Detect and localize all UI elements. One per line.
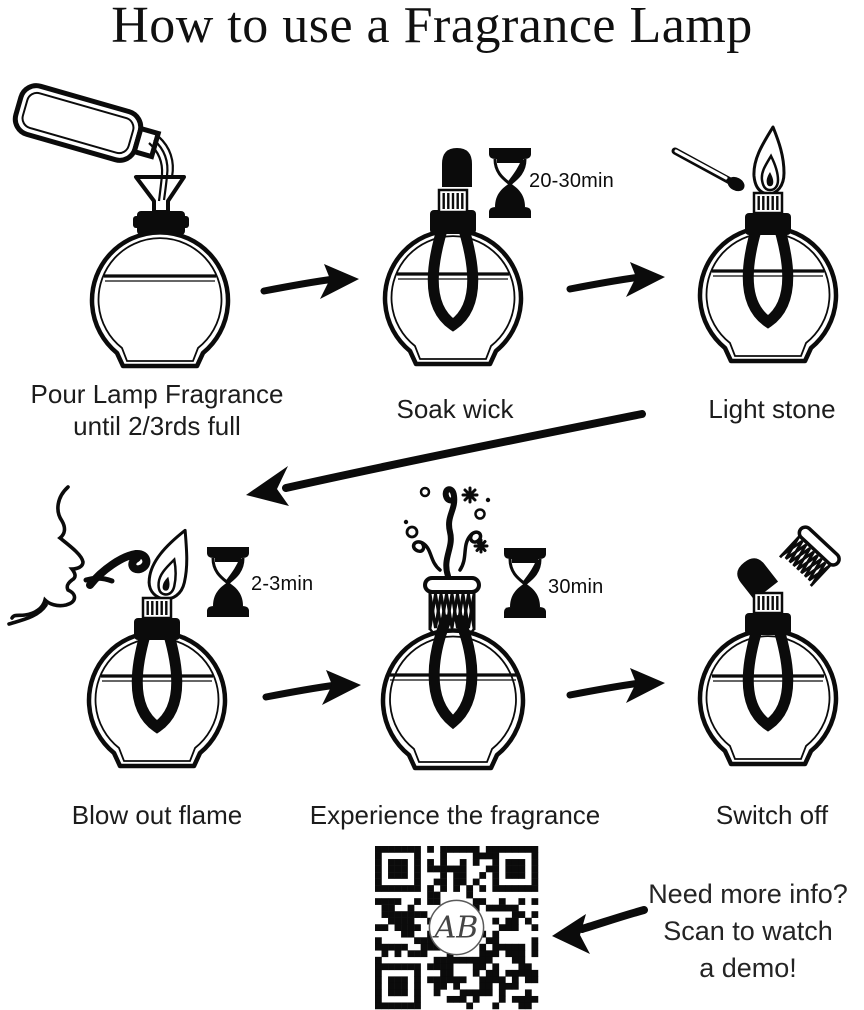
qr-monogram-circle xyxy=(428,899,485,956)
blow-timer-label: 2-3min xyxy=(251,573,314,595)
lamp-body xyxy=(380,614,526,771)
wick-stone-icon xyxy=(752,191,784,215)
step-2-caption: Soak wick xyxy=(396,394,514,424)
soak-timer-label: 20-30min xyxy=(529,170,614,192)
page-title: How to use a Fragrance Lamp xyxy=(111,0,753,54)
lamp-collar xyxy=(134,618,180,640)
arrow-left-icon xyxy=(552,906,648,954)
hourglass-icon xyxy=(489,148,531,218)
crown-icon xyxy=(778,525,841,587)
soak-wick-illustration xyxy=(382,148,531,367)
wick-icon xyxy=(742,211,794,329)
lamp-body xyxy=(697,211,839,364)
flame-icon xyxy=(752,125,786,196)
lamp-collar xyxy=(745,213,791,235)
cap-icon xyxy=(442,148,472,187)
hourglass-icon xyxy=(207,547,249,617)
step-1-caption-line-1: Pour Lamp Fragrance xyxy=(30,379,284,409)
step-5-caption: Experience the fragrance xyxy=(309,800,601,830)
hourglass-icon xyxy=(504,548,546,618)
step-4-caption: Blow out flame xyxy=(71,800,243,830)
arrow-right-icon xyxy=(260,264,359,299)
flame-icon xyxy=(147,528,189,601)
breath-swirl-icon xyxy=(83,550,151,589)
face-blowing-icon xyxy=(7,485,85,626)
wick-icon xyxy=(131,616,183,734)
step-3-caption: Light stone xyxy=(708,394,836,424)
wick-icon xyxy=(742,614,794,732)
lamp-body xyxy=(89,230,231,369)
lamp-body xyxy=(382,214,524,367)
wick-stone-icon xyxy=(437,188,469,214)
pour-stream-icon xyxy=(148,136,174,202)
step-1-caption-line-2: until 2/3rds full xyxy=(73,411,241,441)
arrow-right-icon xyxy=(262,670,361,705)
light-stone-illustration xyxy=(671,125,839,364)
lamp-collar xyxy=(430,210,476,234)
lamp-collar xyxy=(133,211,189,235)
lamp-collar xyxy=(745,613,791,635)
footer-line-3: a demo! xyxy=(699,953,797,983)
fragrance-swirls-icon xyxy=(403,486,491,579)
step-6-caption: Switch off xyxy=(715,800,829,830)
qr-monogram: AB xyxy=(432,910,479,945)
lamp-body xyxy=(86,616,228,769)
arrow-diagonal-icon xyxy=(246,410,646,506)
wick-icon xyxy=(427,214,479,332)
switch-off-illustration xyxy=(697,525,841,767)
crown-icon xyxy=(423,576,481,639)
experience-fragrance-illustration xyxy=(380,486,546,771)
pour-lamp-illustration xyxy=(12,83,231,369)
sparkle-star-icon xyxy=(461,486,489,554)
bottle-icon xyxy=(12,83,162,163)
experience-timer-label: 30min xyxy=(548,576,604,598)
snuffer-cap-icon xyxy=(737,558,779,601)
footer-line-1: Need more info? xyxy=(648,879,848,909)
qr-code: AB xyxy=(375,846,539,1010)
blow-out-flame-illustration xyxy=(7,485,249,769)
wick-stone-icon xyxy=(752,591,784,615)
lamp-body xyxy=(697,614,839,767)
arrow-right-icon xyxy=(566,668,665,703)
wick-stone-icon xyxy=(141,596,173,620)
arrow-right-icon xyxy=(566,262,665,297)
wick-icon xyxy=(428,614,478,730)
footer-line-2: Scan to watch xyxy=(663,916,833,946)
match-icon xyxy=(671,147,745,192)
